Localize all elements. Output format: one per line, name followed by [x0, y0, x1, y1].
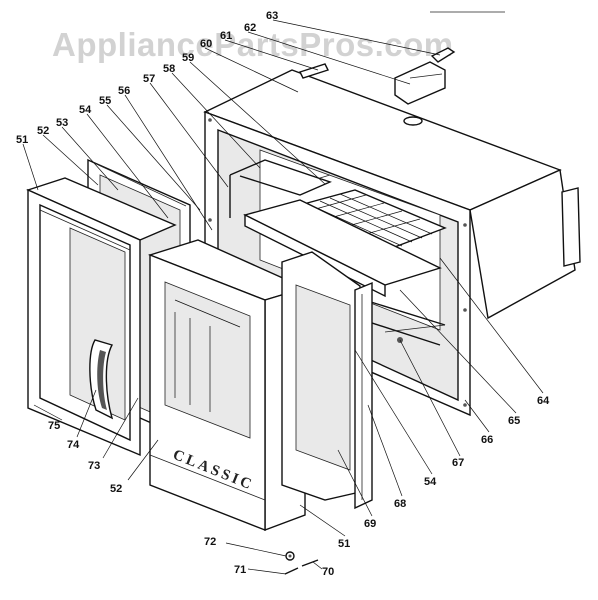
callout-73: 73 [88, 460, 100, 472]
inner-door-panels [281, 251, 373, 510]
callout-52-top: 52 [37, 125, 49, 137]
callout-68: 68 [394, 498, 406, 510]
top-hardware [299, 47, 456, 105]
leader-lines [22, 19, 544, 575]
door-handle [89, 339, 114, 420]
callout-58: 58 [163, 63, 175, 75]
callout-65: 65 [508, 415, 520, 427]
callout-74: 74 [67, 439, 80, 451]
callout-70: 70 [322, 566, 334, 578]
callout-53: 53 [56, 117, 68, 129]
callout-60: 60 [200, 38, 212, 50]
callout-57: 57 [143, 73, 155, 85]
outer-door-frame [26, 177, 177, 457]
callout-52-bottom: 52 [110, 483, 122, 495]
callout-56: 56 [118, 85, 130, 97]
callout-69: 69 [364, 518, 376, 530]
callout-72: 72 [204, 536, 216, 548]
callout-59: 59 [182, 52, 194, 64]
callout-54-top: 54 [79, 104, 92, 116]
callout-67: 67 [452, 457, 464, 469]
callout-66: 66 [481, 434, 493, 446]
callout-61: 61 [220, 30, 232, 42]
hinge-parts [284, 551, 319, 575]
callout-63: 63 [266, 10, 278, 22]
callout-62: 62 [244, 22, 256, 34]
callout-64: 64 [537, 395, 550, 407]
watermark-text: AppliancePartsPros.com [52, 26, 454, 63]
callout-51-bottom: 51 [338, 538, 350, 550]
broil-element [229, 159, 332, 218]
callout-51-top: 51 [16, 134, 28, 146]
callout-75: 75 [48, 420, 60, 432]
callout-55: 55 [99, 95, 111, 107]
callout-71: 71 [234, 564, 246, 576]
callout-54-bottom: 54 [424, 476, 437, 488]
